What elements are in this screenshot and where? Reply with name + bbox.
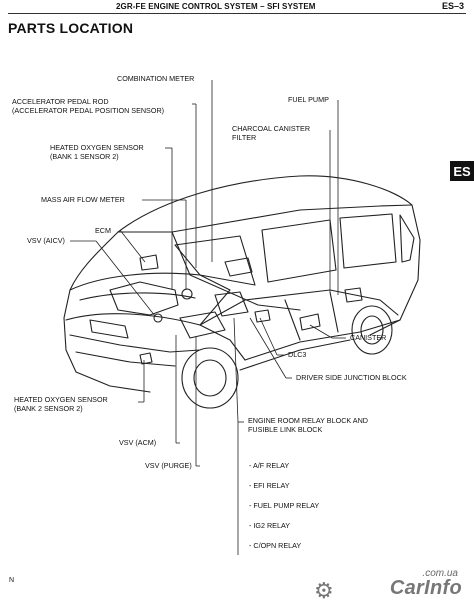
label-combination-meter: COMBINATION METER — [117, 74, 195, 83]
van-outline — [63, 175, 421, 409]
label-charcoal-canister-filter: CHARCOAL CANISTER FILTER — [232, 124, 311, 142]
label-engine-room-relay-block: ENGINE ROOM RELAY BLOCK AND FUSIBLE LINK… — [248, 416, 368, 434]
watermark-brand: CarInfo — [389, 577, 462, 599]
label-dlc3: DLC3 — [288, 350, 307, 359]
label-vsv-aicv: VSV (AICV) — [27, 236, 65, 245]
page-marker: N — [9, 577, 15, 584]
watermark-domain: .com.ua — [422, 568, 458, 579]
section-title: PARTS LOCATION — [8, 20, 134, 36]
label-heated-oxygen-sensor-b2s2: HEATED OXYGEN SENSOR (BANK 2 SENSOR 2) — [14, 395, 108, 413]
label-ecm: ECM — [95, 226, 111, 235]
page-code: ES–3 — [441, 1, 464, 11]
relay-item: - FUEL PUMP RELAY — [249, 501, 320, 510]
header-title: 2GR-FE ENGINE CONTROL SYSTEM – SFI SYSTE… — [116, 2, 316, 11]
gear-icon: ⚙ — [314, 578, 334, 603]
relay-item: - A/F RELAY — [249, 461, 290, 470]
label-accelerator-pedal-rod: ACCELERATOR PEDAL ROD (ACCELERATOR PEDAL… — [12, 97, 165, 115]
relay-item: - C/OPN RELAY — [249, 541, 302, 550]
header-rule — [8, 13, 466, 14]
relay-item: - EFI RELAY — [249, 481, 290, 490]
label-canister: CANISTER — [350, 333, 387, 342]
watermark-logo: ⚙ .com.ua CarInfo — [312, 568, 472, 603]
label-mass-air-flow-meter: MASS AIR FLOW METER — [41, 195, 125, 204]
relay-item: - IG2 RELAY — [249, 521, 291, 530]
label-vsv-acm: VSV (ACM) — [119, 438, 157, 447]
label-driver-side-junction-block: DRIVER SIDE JUNCTION BLOCK — [296, 373, 407, 382]
leader-lines — [70, 80, 346, 555]
label-heated-oxygen-sensor-b1s2: HEATED OXYGEN SENSOR (BANK 1 SENSOR 2) — [50, 143, 144, 161]
label-fuel-pump: FUEL PUMP — [288, 95, 329, 104]
label-vsv-purge: VSV (PURGE) — [145, 461, 192, 470]
page-header: 2GR-FE ENGINE CONTROL SYSTEM – SFI SYSTE… — [0, 0, 474, 16]
section-tab-es[interactable]: ES — [450, 161, 474, 181]
